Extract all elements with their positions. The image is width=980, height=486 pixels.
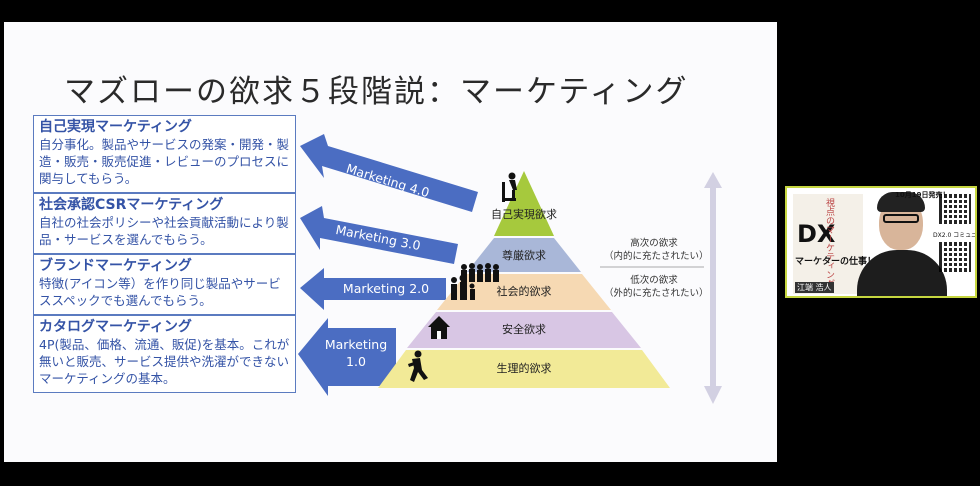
- high-needs-note: 高次の欲求 （内的に充たされたい）: [604, 237, 709, 263]
- pyramid-level-esteem: [467, 238, 581, 272]
- note-line: （内的に充たされたい）: [604, 251, 709, 262]
- marketing-box-desc: 4P(製品、価格、流通、販促)を基本。これが無いと販売、サービス提供や洗濯ができ…: [39, 337, 290, 386]
- marketing-box-title: 自己実現マーケティング: [39, 119, 192, 135]
- presentation-slide: マズローの欲求５段階説：マーケティング 自己実現マーケティング 自分事化。製品や…: [4, 22, 777, 462]
- diagram-canvas: Marketing 4.0 Marketing 3.0 Marketing 2.…: [298, 134, 722, 404]
- marketing-box-desc: 自社の社会ポリシーや社会貢献活動により製品・サービスを選んでもらう。: [39, 215, 289, 247]
- webcam-video[interactable]: DX 視点のマーケティング マーケターの仕事！ 江端 浩人 10月19日発売！ …: [785, 186, 977, 298]
- marketing-box-brand: ブランドマーケティング 特徴(アイコン等）を作り同じ製品やサービススペックでも選…: [33, 254, 296, 315]
- pyramid-label: 尊厳欲求: [502, 248, 546, 262]
- person-hair: [877, 192, 925, 212]
- note-line: 高次の欲求: [630, 238, 678, 249]
- note-line: 低次の欲求: [630, 275, 678, 286]
- pyramid-level-self-actualization: [494, 171, 554, 236]
- arrow-label-marketing-2: Marketing 2.0: [343, 281, 429, 296]
- arrow-marketing-3: [300, 206, 458, 264]
- arrow-marketing-2: [300, 268, 446, 310]
- qr-code-icon: [939, 242, 971, 272]
- low-needs-note: 低次の欲求 （外的に充たされたい）: [604, 274, 709, 300]
- arrow-marketing-4: [300, 134, 478, 212]
- pyramid-label: 生理的欲求: [497, 361, 552, 375]
- qr-code-icon: [939, 194, 971, 224]
- marketing-box-csr: 社会承認CSRマーケティング 自社の社会ポリシーや社会貢献活動により製品・サービ…: [33, 193, 296, 254]
- house-icon: [428, 316, 450, 339]
- running-person-icon: [408, 350, 428, 382]
- pyramid-label: 自己実現欲求: [491, 207, 557, 221]
- family-icon: [451, 274, 475, 300]
- marketing-box-title: 社会承認CSRマーケティング: [39, 197, 224, 213]
- pyramid-level-social: [437, 274, 611, 310]
- vertical-double-arrow: [600, 172, 722, 404]
- author-name: 江端 浩人: [795, 282, 834, 293]
- note-line: （外的に充たされたい）: [604, 288, 709, 299]
- book-vertical-title: 視点のマーケティング: [824, 198, 834, 288]
- crowd-icon: [461, 263, 499, 282]
- book-subtitle: マーケターの仕事！: [795, 257, 877, 267]
- book-cover: DX 視点のマーケティング マーケターの仕事！ 江端 浩人: [793, 194, 876, 294]
- slide-title: マズローの欲求５段階説：マーケティング: [64, 74, 689, 110]
- community-label: DX2.0 コミュニティ: [933, 232, 977, 239]
- marketing-box-title: ブランドマーケティング: [39, 258, 192, 274]
- glasses-icon: [883, 214, 919, 223]
- book-title: DX: [797, 220, 836, 248]
- pyramid-level-physiological: [378, 350, 670, 388]
- arrow-label-marketing-1-line2: 1.0: [346, 354, 366, 369]
- release-date: 10月19日発売！: [895, 191, 950, 199]
- arrow-label-marketing-1-line1: Marketing: [325, 337, 387, 352]
- climbing-person-icon: [502, 172, 517, 202]
- marketing-box-desc: 自分事化。製品やサービスの発案・開発・製造・販売・販売促進・レビューのプロセスに…: [39, 137, 290, 186]
- marketing-box-catalog: カタログマーケティング 4P(製品、価格、流通、販促)を基本。これが無いと販売、…: [33, 315, 296, 393]
- marketing-box-self-actualization: 自己実現マーケティング 自分事化。製品やサービスの発案・開発・製造・販売・販売促…: [33, 115, 296, 193]
- pyramid-label: 社会的欲求: [497, 284, 552, 298]
- marketing-box-desc: 特徴(アイコン等）を作り同じ製品やサービススペックでも選んでもらう。: [39, 276, 281, 308]
- pyramid-level-safety: [407, 312, 641, 348]
- arrow-marketing-1: [298, 318, 396, 396]
- marketing-box-title: カタログマーケティング: [39, 319, 192, 335]
- pyramid-label: 安全欲求: [502, 322, 546, 336]
